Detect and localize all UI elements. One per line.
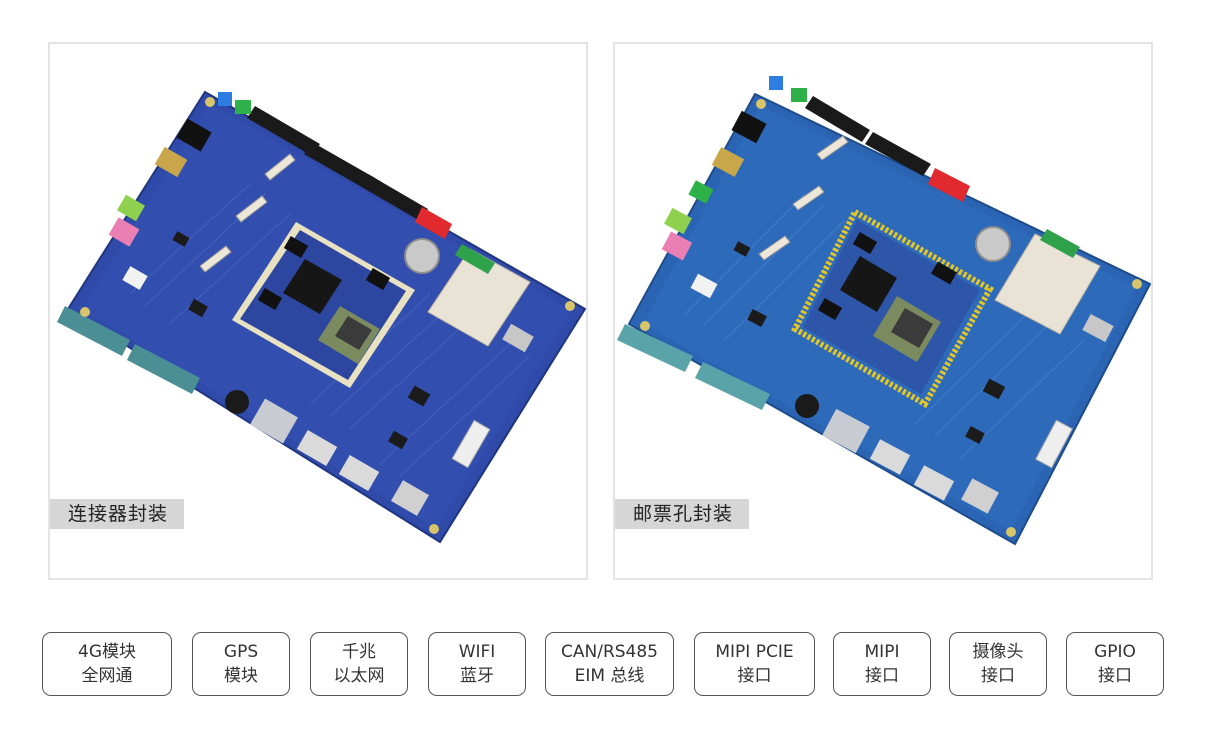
feature-line1: 千兆	[342, 642, 376, 662]
ethernet-port	[822, 408, 870, 454]
reset-button	[769, 76, 783, 90]
audio-jack-green	[116, 194, 146, 222]
sd-slot	[961, 478, 999, 514]
coin-battery	[975, 226, 1011, 262]
sim-slot	[502, 323, 534, 353]
som-module	[791, 207, 995, 409]
power-header	[1035, 419, 1073, 469]
power-header	[451, 419, 491, 469]
terminal-block-2	[688, 180, 714, 204]
reset-button	[218, 92, 232, 106]
board-illustration-connector	[57, 90, 586, 544]
board-photo-stamp-hole: 邮票孔封装	[613, 42, 1153, 580]
usb-port-2	[913, 465, 955, 501]
feature-line1: GPS	[223, 642, 259, 662]
serial-ports	[57, 306, 200, 394]
power-jack	[731, 110, 767, 144]
feature-line2: 接口	[981, 666, 1015, 686]
feature-line1: 4G模块	[78, 642, 136, 662]
buzzer	[795, 394, 819, 418]
dip-switch	[928, 168, 970, 202]
feature-line2: EIM 总线	[574, 666, 645, 686]
usb-port-2	[338, 454, 380, 492]
pin-headers	[247, 106, 428, 221]
feature-mipi-pcie: MIPI PCIE 接口	[694, 632, 815, 696]
board-illustration-stamp-hole	[617, 76, 1151, 546]
terminal-block	[791, 88, 807, 102]
sd-slot	[391, 480, 429, 516]
feature-ethernet: 千兆 以太网	[310, 632, 408, 696]
pin-headers	[805, 96, 931, 176]
audio-jack-green	[664, 207, 692, 235]
feature-line1: MIPI PCIE	[715, 642, 794, 662]
lte-module	[994, 233, 1101, 335]
gps-module	[690, 273, 718, 299]
feature-line2: 以太网	[333, 666, 385, 686]
board-photo-connector: 连接器封装	[48, 42, 588, 580]
feature-gpio: GPIO 接口	[1066, 632, 1164, 696]
terminal-block	[235, 100, 251, 114]
feature-mipi: MIPI 接口	[833, 632, 931, 696]
audio-jack-pink	[108, 217, 140, 247]
feature-camera: 摄像头 接口	[949, 632, 1047, 696]
feature-line1: WIFI	[458, 642, 496, 662]
feature-line1: MIPI	[864, 642, 900, 662]
feature-4g: 4G模块 全网通	[42, 632, 172, 696]
feature-line1: CAN/RS485	[561, 642, 658, 662]
dip-switch	[415, 207, 452, 239]
power-jack	[176, 118, 212, 152]
usb-port-1	[296, 429, 338, 467]
panel-caption: 邮票孔封装	[615, 499, 750, 529]
feature-line2: 模块	[224, 666, 258, 686]
feature-can-rs485: CAN/RS485 EIM 总线	[545, 632, 674, 696]
ethernet-port	[250, 398, 298, 444]
feature-line2: 接口	[865, 666, 899, 686]
usb-port-1	[869, 439, 911, 475]
coin-battery	[404, 238, 440, 274]
serial-ports	[617, 324, 770, 410]
sim-slot	[1082, 313, 1114, 343]
feature-line1: 摄像头	[972, 642, 1024, 662]
feature-list: 4G模块 全网通 GPS 模块 千兆 以太网 WIFI 蓝牙 CAN/RS485…	[0, 632, 1214, 698]
hdmi-port	[711, 147, 745, 177]
feature-line2: 全网通	[81, 666, 133, 686]
audio-jack-pink	[661, 231, 693, 261]
feature-line2: 接口	[1098, 666, 1132, 686]
som-module	[232, 222, 415, 388]
panel-caption: 连接器封装	[50, 499, 185, 529]
lte-module	[427, 248, 531, 347]
feature-line1: GPIO	[1094, 642, 1136, 662]
feature-line2: 蓝牙	[460, 666, 494, 686]
buzzer	[225, 390, 249, 414]
feature-gps: GPS 模块	[192, 632, 290, 696]
hdmi-port	[154, 146, 188, 178]
gps-module	[122, 266, 148, 290]
feature-wifi: WIFI 蓝牙	[428, 632, 526, 696]
feature-line2: 接口	[737, 666, 772, 686]
